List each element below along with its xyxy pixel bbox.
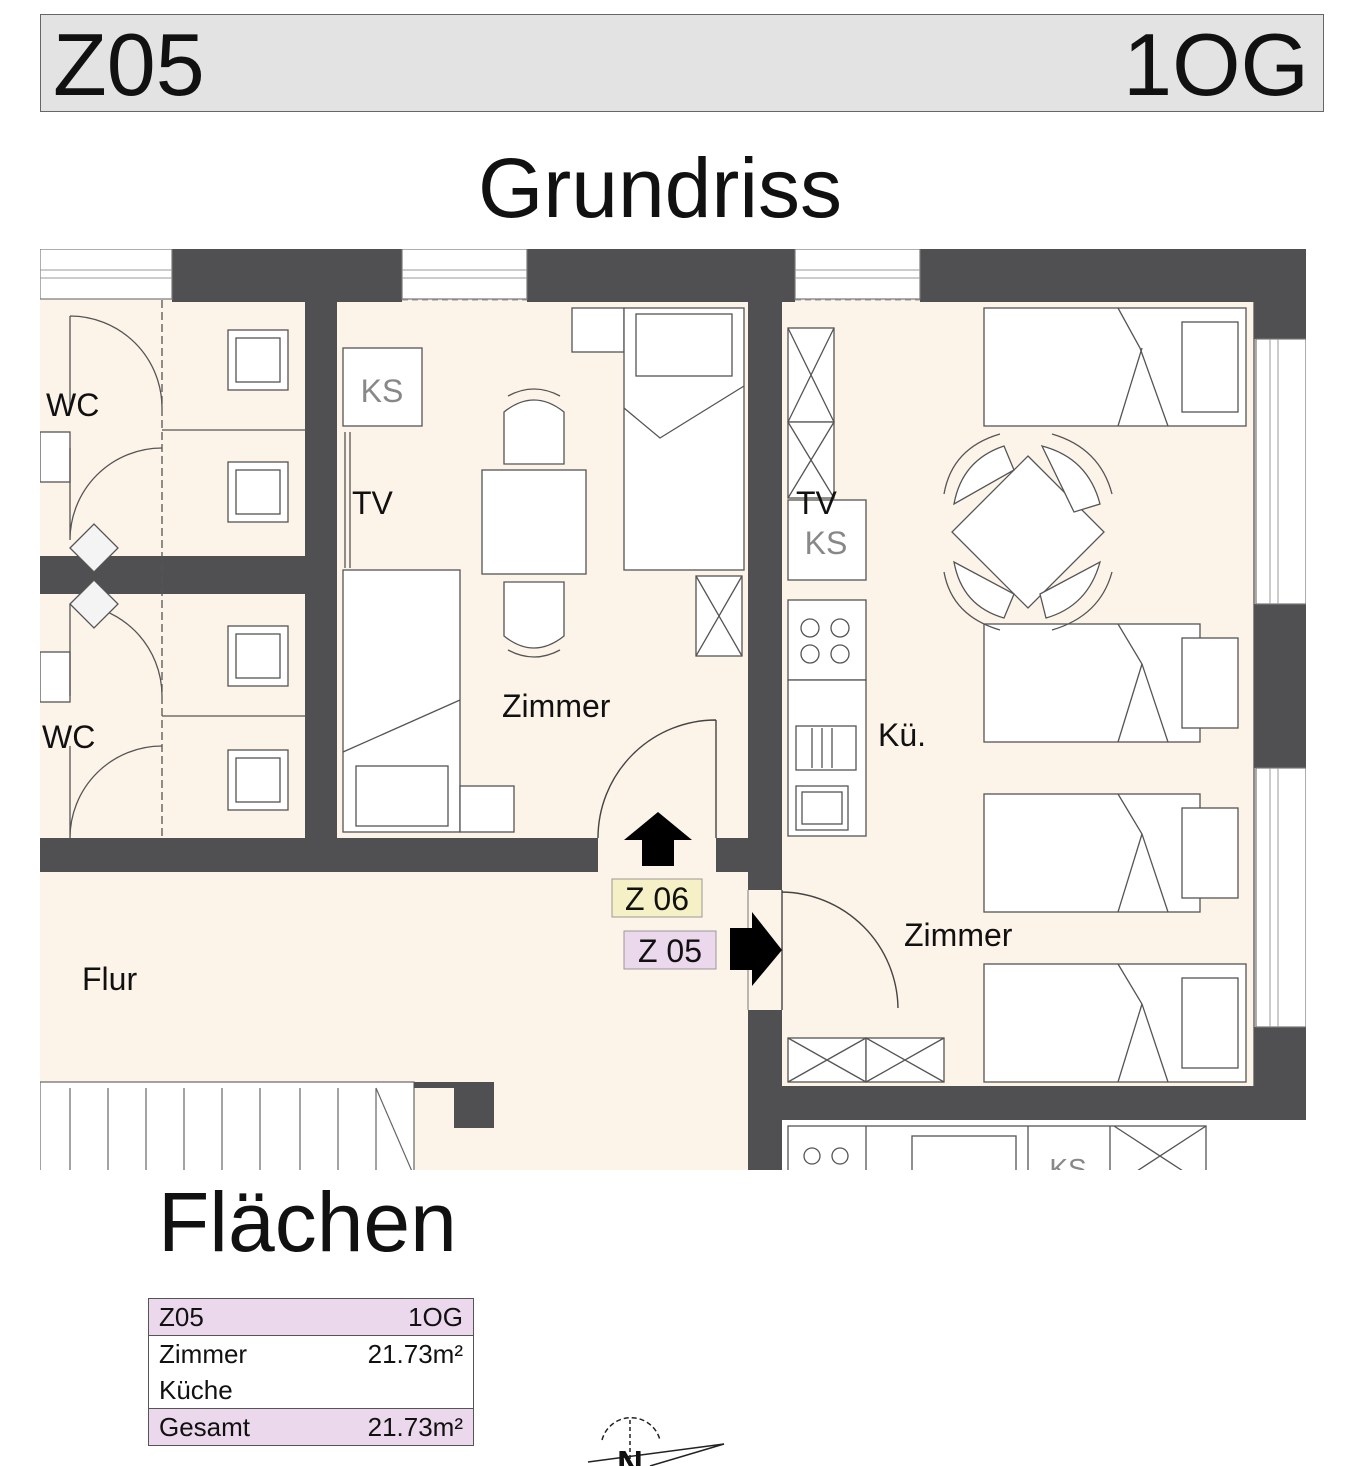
room-label-wc-1: WC [46, 387, 99, 423]
walls [40, 249, 1306, 1170]
areas-row-label: Zimmer [159, 1339, 248, 1369]
bottom-kitchen [787, 1125, 1207, 1170]
arrow-up-icon [624, 812, 692, 866]
label-ks-right: KS [805, 525, 848, 561]
door-tag-z05: Z 05 [638, 933, 702, 969]
wc-fixtures [40, 300, 305, 839]
areas-title: Flächen [158, 1175, 457, 1269]
room-furniture-left [342, 307, 745, 833]
entrance-arrows [624, 812, 782, 986]
areas-row-label: Küche [159, 1375, 233, 1405]
unit-number: Z05 [53, 15, 205, 114]
room-furniture-right [787, 300, 1255, 1086]
label-ks-left: KS [361, 373, 404, 409]
label-tv-left: TV [352, 485, 394, 521]
room-label-zimmer-left: Zimmer [502, 688, 611, 724]
areas-head-value: 1OG [408, 1302, 463, 1332]
room-label-flur: Flur [82, 961, 137, 997]
areas-total-label: Gesamt [159, 1412, 251, 1442]
areas-head-label: Z05 [159, 1302, 204, 1332]
areas-head-row: Z05 1OG [149, 1299, 473, 1336]
areas-row-value: 21.73m² [367, 1339, 463, 1369]
header-bar: Z05 1OG [40, 14, 1324, 114]
areas-total-value: 21.73m² [367, 1412, 463, 1442]
room-label-zimmer-right: Zimmer [904, 917, 1013, 953]
areas-table: Z05 1OG Zimmer 21.73m² Küche Gesamt 21.7… [148, 1298, 474, 1446]
door-tag-z05-bg [623, 930, 717, 970]
windows [40, 249, 1306, 1028]
door-tag-z06-bg [611, 878, 703, 918]
stairs [40, 1081, 454, 1170]
arrow-right-icon [730, 912, 782, 986]
label-tv-right: TV [796, 485, 838, 521]
areas-row: Zimmer 21.73m² [149, 1336, 473, 1372]
label-ks-bottom: KS [1049, 1153, 1086, 1184]
window-lines [40, 269, 1279, 1027]
areas-total-row: Gesamt 21.73m² [149, 1408, 473, 1445]
areas-row: Küche [149, 1372, 473, 1408]
plan-title: Grundriss [477, 141, 843, 235]
room-label-kueche: Kü. [878, 717, 926, 753]
room-label-wc-2: WC [42, 719, 95, 755]
door-tag-z06: Z 06 [625, 881, 689, 917]
floor-label: 1OG [1123, 15, 1309, 114]
